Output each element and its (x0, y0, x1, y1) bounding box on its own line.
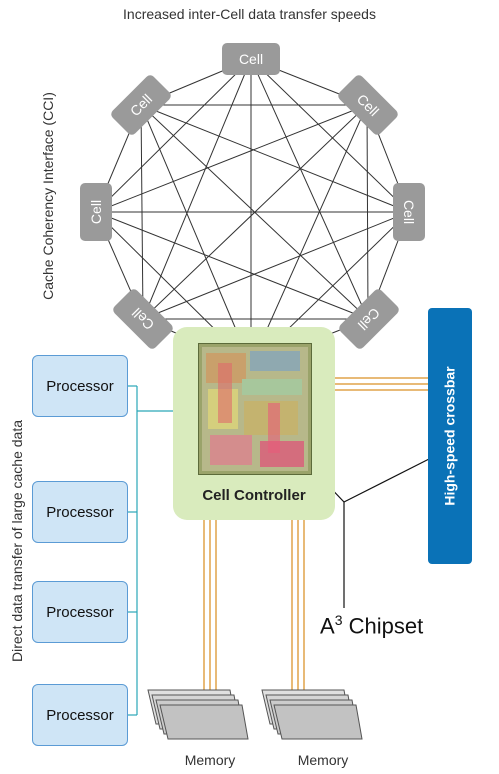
memory-stack-left (147, 689, 249, 740)
processor-bus (128, 385, 173, 716)
memory-stack-right (261, 689, 363, 740)
chipset-prefix: A (320, 613, 335, 639)
chip-die-image (198, 343, 312, 475)
cell-controller-label: Cell Controller (202, 487, 306, 504)
cci-link (142, 211, 410, 320)
cci-link (250, 58, 369, 320)
high-speed-crossbar (428, 308, 472, 564)
diagram-title: Increased inter-Cell data transfer speed… (123, 6, 376, 22)
processor-3: Processor (32, 581, 128, 643)
processor-2: Processor (32, 481, 128, 543)
memory-label-left: Memory (184, 752, 236, 768)
memory-bus-left (203, 520, 217, 690)
cell-left: Cell (80, 183, 112, 241)
cell-top: Cell (222, 43, 280, 75)
chipset-superscript: 3 (334, 612, 343, 628)
cci-link (140, 104, 252, 366)
cci-link (250, 104, 368, 366)
cell-right: Cell (393, 183, 425, 241)
crossbar-bus (335, 377, 428, 391)
cci-link (140, 104, 369, 320)
cci-link (140, 104, 144, 320)
cci-link (95, 104, 368, 213)
memory-label-right: Memory (297, 752, 349, 768)
cci-link (140, 104, 410, 213)
cci-link (250, 58, 410, 213)
processor-4: Processor (32, 684, 128, 746)
crossbar-label: High-speed crossbar (442, 366, 459, 506)
memory-bus-right (291, 520, 305, 690)
processor-1: Processor (32, 355, 128, 417)
chipset-suffix: Chipset (342, 613, 424, 639)
cci-link (95, 211, 369, 320)
chipset-label: A3 Chipset (320, 612, 423, 639)
